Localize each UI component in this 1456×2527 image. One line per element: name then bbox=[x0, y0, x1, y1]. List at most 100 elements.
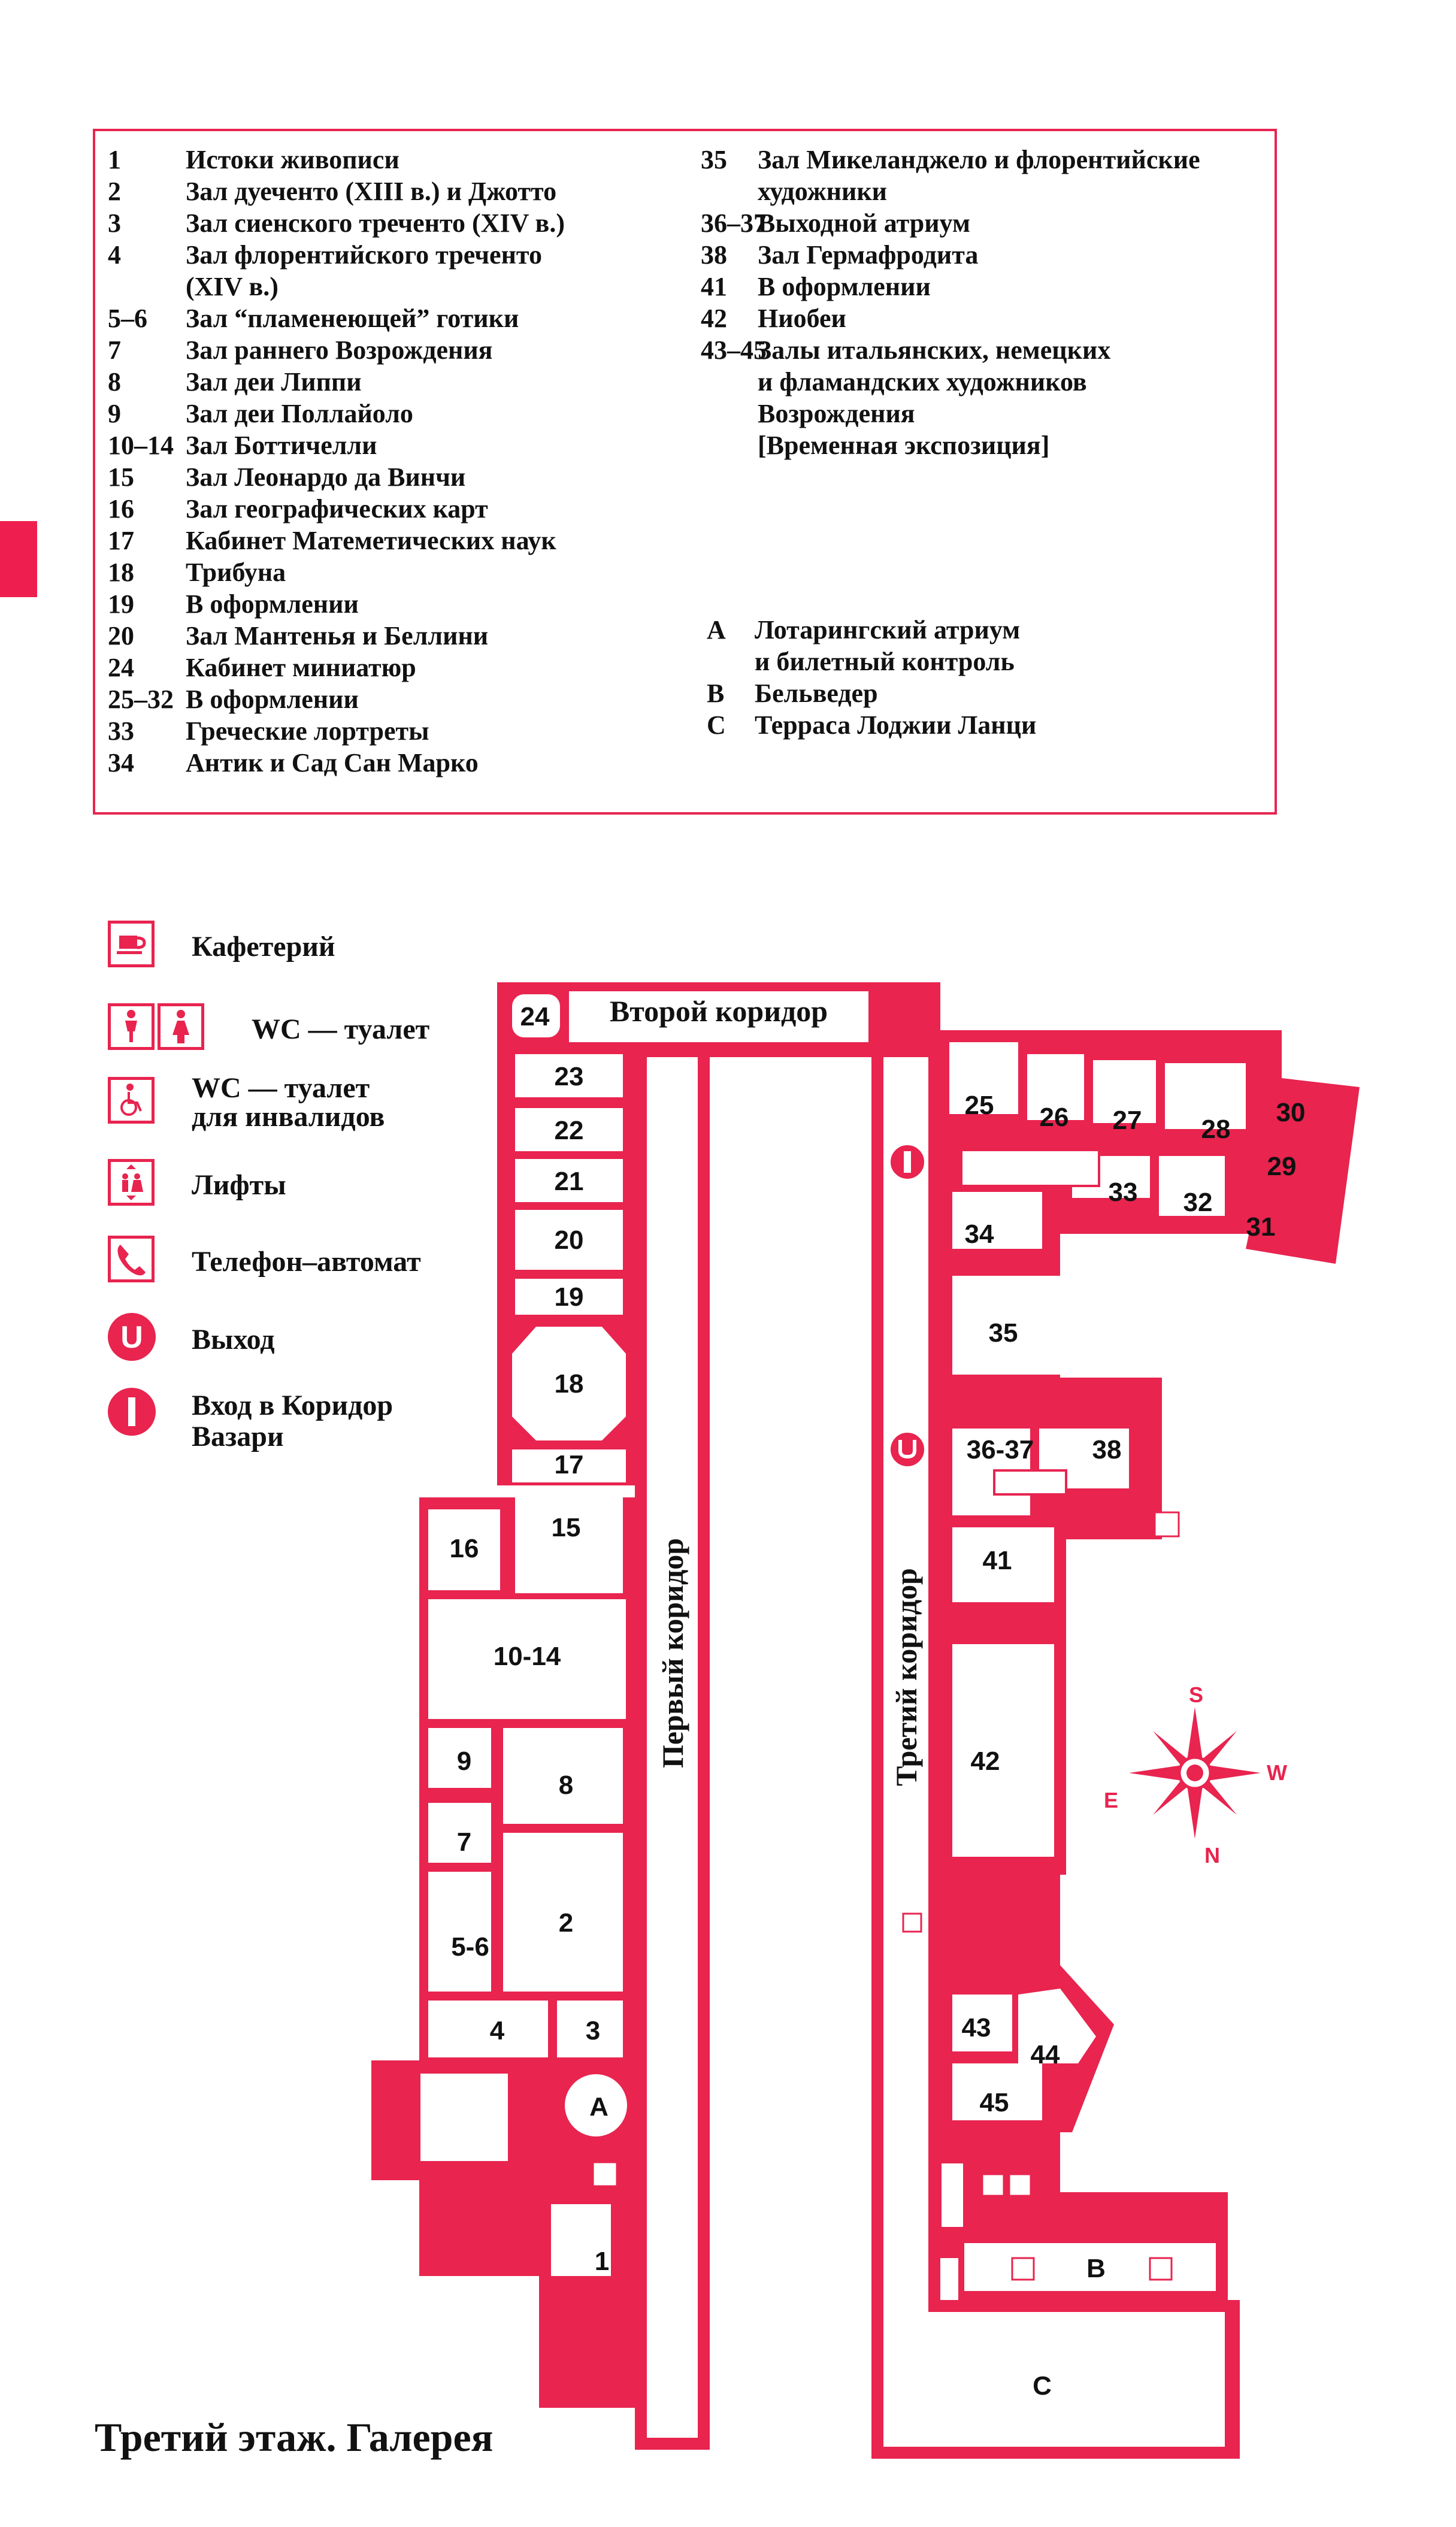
stairs-icon-2 bbox=[993, 1469, 1067, 1496]
vasari-entrance-icon: I bbox=[108, 1388, 156, 1436]
legend-name: Зал флорентийского треченто bbox=[186, 240, 542, 270]
svg-text:U: U bbox=[120, 1320, 143, 1355]
legend-number: 17 bbox=[108, 526, 134, 555]
wc-men-icon bbox=[108, 1003, 155, 1050]
legend-number: 19 bbox=[108, 589, 134, 619]
exit-marker-icon bbox=[888, 1430, 927, 1469]
room-interiors bbox=[428, 991, 1246, 2447]
stairs-icon-3 bbox=[418, 2071, 510, 2163]
third-corridor-label: Третий коридор bbox=[889, 1568, 923, 1786]
legend-name: Зал сиенского треченто (XIV в.) bbox=[186, 208, 565, 238]
room-43: 43 bbox=[962, 2013, 991, 2042]
stairs-icon-4 bbox=[939, 2161, 965, 2229]
room-20: 20 bbox=[555, 1225, 584, 1255]
legend-number: 8 bbox=[108, 367, 121, 397]
legend-name: Зал “пламенеющей” готики bbox=[186, 304, 519, 333]
legend-number: B bbox=[707, 679, 725, 708]
legend-name: художники bbox=[758, 177, 888, 206]
legend-entry: художники bbox=[701, 175, 887, 207]
plan-markers bbox=[418, 1143, 1180, 2281]
svg-text:N: N bbox=[1204, 1843, 1220, 1868]
legend-name: Зал деи Липпи bbox=[186, 367, 362, 397]
room-A: A bbox=[589, 2092, 609, 2122]
room-28: 28 bbox=[1201, 1115, 1231, 1144]
legend-name: (XIV в.) bbox=[186, 272, 279, 301]
legend-name: Зал Леонардо да Винчи bbox=[186, 462, 466, 492]
room-29: 29 bbox=[1267, 1152, 1297, 1181]
wc-label: WC — туалет bbox=[252, 1013, 430, 1045]
legend-number: 15 bbox=[108, 462, 134, 492]
legend-number: 7 bbox=[108, 335, 121, 365]
exit-label: Выход bbox=[192, 1324, 275, 1355]
svg-text:E: E bbox=[1104, 1788, 1118, 1812]
legend-entry: 43–45Залы итальянских, немецких bbox=[701, 334, 1110, 366]
room-32: 32 bbox=[1183, 1188, 1213, 1217]
legend-name: Зал Микеланджело и флорентийские bbox=[758, 145, 1200, 174]
room-10-14: 10-14 bbox=[494, 1642, 561, 1671]
cafe-icon bbox=[108, 921, 155, 967]
legend-name: Кабинет Матеметических наук bbox=[186, 526, 556, 555]
wc-disabled-label-1: WC — туалет bbox=[192, 1072, 370, 1104]
legend-entry: и фламандских художников bbox=[701, 366, 1087, 398]
room-2: 2 bbox=[559, 1908, 573, 1938]
room-16: 16 bbox=[450, 1534, 479, 1563]
room-18: 18 bbox=[555, 1369, 584, 1399]
legend-entry: 17 Кабинет Матеметических наук bbox=[108, 525, 556, 556]
legend-number: 10–14 bbox=[108, 431, 174, 460]
wheelchair-marker-icon bbox=[902, 1912, 922, 1933]
room-45: 45 bbox=[980, 2088, 1009, 2117]
exit-icon: U bbox=[108, 1313, 156, 1361]
phone-icon bbox=[108, 1236, 155, 1282]
legend-entry: 36–37Выходной атриум bbox=[701, 207, 970, 239]
legend-entry: и билетный контроль bbox=[707, 646, 1015, 677]
room-44: 44 bbox=[1031, 2040, 1060, 2069]
legend-number: 33 bbox=[108, 716, 134, 746]
room-31: 31 bbox=[1246, 1212, 1276, 1242]
legend-number: 38 bbox=[701, 240, 727, 270]
legend-number: C bbox=[707, 710, 726, 740]
legend-number: 36–37 bbox=[701, 208, 767, 238]
room-42: 42 bbox=[971, 1747, 1000, 1776]
legend-number: A bbox=[707, 615, 726, 644]
stairs-icon bbox=[960, 1149, 1100, 1187]
room-1: 1 bbox=[595, 2247, 609, 2276]
legend-entry: Возрождения bbox=[701, 398, 915, 429]
legend-name: Ниобеи bbox=[758, 304, 846, 333]
vasari-label-2: Вазари bbox=[192, 1421, 284, 1452]
legend-name: Зал деи Поллайоло bbox=[186, 399, 413, 428]
room-25: 25 bbox=[965, 1091, 994, 1120]
legend-number: 25–32 bbox=[108, 685, 174, 714]
cafe-marker-icon bbox=[1149, 2257, 1173, 2281]
legend-name: Лотарингский атриум bbox=[755, 615, 1021, 644]
room-9: 9 bbox=[457, 1747, 471, 1776]
legend-entry: 15 Зал Леонардо да Винчи bbox=[108, 461, 465, 493]
lift-marker-icon bbox=[1154, 1511, 1180, 1538]
room-C: C bbox=[1033, 2371, 1052, 2401]
room-27: 27 bbox=[1113, 1106, 1142, 1135]
room-36-37: 36-37 bbox=[967, 1435, 1034, 1464]
legend-entry: (XIV в.) bbox=[108, 271, 279, 302]
room-24: 24 bbox=[520, 1002, 550, 1031]
legend-number: 16 bbox=[108, 494, 134, 523]
legend-number: 5–6 bbox=[108, 304, 147, 333]
room-B: B bbox=[1086, 2254, 1106, 2283]
room-labels: 24 23 22 21 20 19 18 17 15 16 10-14 9 8 … bbox=[450, 1002, 1306, 2401]
legend-name: Зал Гермафродита bbox=[758, 240, 979, 270]
room-33: 33 bbox=[1109, 1178, 1138, 1207]
legend-name: Возрождения bbox=[758, 399, 915, 428]
phone-label: Телефон–автомат bbox=[192, 1246, 421, 1278]
room-41: 41 bbox=[983, 1546, 1012, 1575]
wc-marker-icon bbox=[592, 2161, 618, 2187]
room-legend-box bbox=[93, 129, 1277, 815]
legend-name: Выходной атриум bbox=[758, 208, 970, 238]
